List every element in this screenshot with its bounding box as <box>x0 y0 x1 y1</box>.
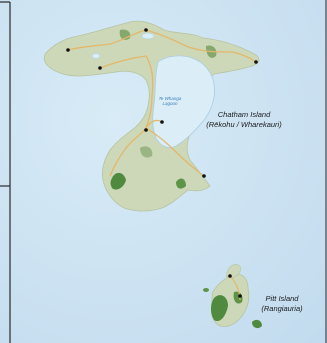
pitt-island-label: Pitt Island <box>266 294 300 303</box>
settlement-marker-owenga <box>202 174 206 178</box>
settlement-marker-northeast <box>254 60 258 64</box>
lake-north <box>141 32 155 40</box>
road-west <box>99 55 154 97</box>
forest-patch-southwest <box>110 172 126 190</box>
pitt-forest-west <box>211 295 228 322</box>
settlement-marker-flowerpot <box>238 294 242 298</box>
settlement-marker-pitt-north <box>228 274 232 278</box>
road-northwest <box>67 29 147 51</box>
road-north-coast <box>145 29 257 63</box>
pitt-road <box>229 275 241 301</box>
settlement-marker-port-hutt <box>66 48 70 52</box>
settlement-marker-te-one <box>160 120 164 124</box>
pitt-island-alt-label: (Rangiauria) <box>261 304 303 313</box>
south-east-island <box>252 319 262 329</box>
forest-patch-central <box>140 146 153 158</box>
mangere-island <box>203 288 209 292</box>
settlement-marker-kaingaroa <box>144 28 148 32</box>
chatham-island-alt-label: (Rēkohu / Wharekauri) <box>206 120 282 129</box>
settlement-marker-west <box>98 66 102 70</box>
chatham-island-label: Chatham Island <box>218 110 271 119</box>
forest-patch-south <box>176 178 186 189</box>
lagoon-label-line2: Lagoon <box>162 101 178 106</box>
settlement-marker-waitangi <box>144 128 148 132</box>
road-central <box>109 95 153 177</box>
lake-west <box>91 53 101 59</box>
road-south <box>145 127 205 177</box>
lagoon-label-line1: Te Whanga <box>159 96 182 101</box>
te-whanga-lagoon <box>152 55 215 148</box>
